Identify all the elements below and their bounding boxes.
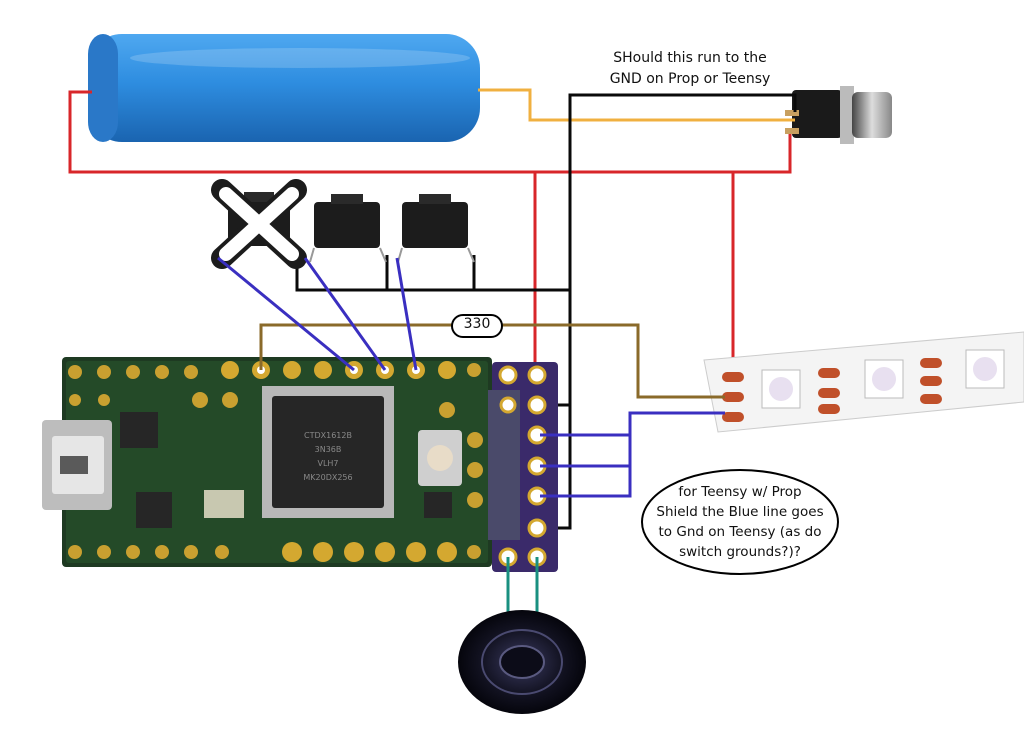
chip-marking: CTDX1612B (304, 431, 352, 440)
note-line: switch grounds?)? (679, 544, 801, 560)
teensy-board: CTDX1612B 3N36B VLH7 MK20DX256 (42, 357, 492, 567)
switch-wires (217, 256, 725, 498)
question-label-line-1: SHould this run to the (613, 50, 767, 66)
switch-3 (397, 194, 475, 263)
mcu-chip: CTDX1612B 3N36B VLH7 MK20DX256 (262, 386, 394, 518)
led-strip (703, 331, 1024, 433)
small-ic (120, 412, 452, 528)
chip-marking: MK20DX256 (303, 473, 352, 482)
pin-row-bottom (68, 542, 481, 562)
note-line: to Gnd on Teensy (as do (658, 524, 822, 540)
chip-marking: 3N36B (315, 445, 342, 454)
prop-shield (488, 362, 558, 572)
note-line: Shield the Blue line goes (656, 504, 824, 520)
note-text: for Teensy w/ Prop Shield the Blue line … (648, 482, 832, 562)
led-pixel (864, 359, 904, 399)
dc-power-jack (785, 86, 892, 144)
usb-connector (42, 420, 112, 510)
resistor-value-label: 330 (463, 316, 491, 332)
switch-crossed-out (211, 179, 307, 269)
battery (88, 34, 480, 142)
battery-wires (68, 88, 797, 530)
resistor (451, 314, 503, 338)
speaker (458, 610, 586, 714)
led-pixel (965, 349, 1005, 389)
led-pixel (761, 369, 801, 409)
switch-2 (309, 194, 387, 263)
note-bubble (641, 469, 839, 575)
data-wire (259, 323, 725, 399)
note-line: for Teensy w/ Prop (678, 484, 802, 500)
reset-button (418, 430, 462, 486)
question-label-line-2: GND on Prop or Teensy (609, 71, 771, 87)
chip-marking: VLH7 (317, 459, 338, 468)
